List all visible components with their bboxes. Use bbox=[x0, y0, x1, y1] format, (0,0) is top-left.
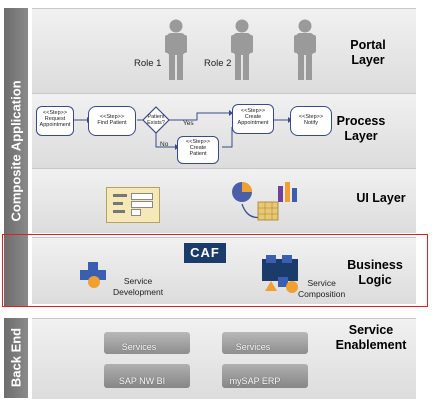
step-request-appointment bbox=[36, 106, 74, 136]
service-development-label: Service Development bbox=[113, 276, 164, 297]
step-create-appointment bbox=[232, 104, 274, 134]
mysap-erp-block bbox=[222, 364, 308, 388]
person-icon-2 bbox=[231, 19, 253, 80]
business-logic-highlight bbox=[2, 234, 428, 307]
mysap-erp-label: mySAP ERP bbox=[229, 376, 281, 386]
decision-diamond bbox=[142, 106, 170, 134]
back-end-label: Back End bbox=[8, 327, 24, 388]
no-label: No bbox=[160, 141, 169, 148]
ui-layer-band bbox=[32, 168, 416, 233]
yes-label: Yes bbox=[183, 120, 194, 127]
services-block-1 bbox=[104, 332, 190, 354]
service-composition-label: Service Composition bbox=[298, 278, 346, 299]
service-composition-icon bbox=[262, 255, 298, 293]
person-icon-1 bbox=[165, 19, 187, 80]
sap-nw-bi-block bbox=[104, 364, 190, 388]
services-block-2 bbox=[222, 332, 308, 354]
form-icon bbox=[106, 187, 160, 223]
role-2-label: Role 2 bbox=[204, 58, 232, 69]
portal-layer-label: Portal Layer bbox=[350, 38, 386, 67]
ui-layer-label: UI Layer bbox=[356, 191, 406, 205]
person-icon-3 bbox=[294, 19, 316, 80]
service-enablement-label: Service Enablement bbox=[335, 323, 407, 352]
role-figures bbox=[165, 19, 316, 80]
role-1-label: Role 1 bbox=[134, 58, 162, 69]
process-layer-label: Process Layer bbox=[336, 114, 386, 143]
services-1-label: Services bbox=[121, 342, 157, 352]
step-request-appointment-label: <<Step>> Request Appointment bbox=[39, 110, 71, 128]
composite-sidebar bbox=[4, 8, 28, 306]
services-2-label: Services bbox=[235, 342, 271, 352]
step-create-appointment-label: <<Step>> Create Appointment bbox=[237, 108, 269, 126]
step-find-patient bbox=[88, 106, 136, 136]
service-development-icon bbox=[80, 262, 106, 288]
step-notify bbox=[290, 106, 332, 136]
step-notify-label: <<Step>> Notify bbox=[298, 114, 324, 126]
portal-layer-band bbox=[32, 8, 416, 93]
analytics-icon bbox=[232, 182, 297, 221]
step-create-patient bbox=[177, 136, 219, 164]
business-logic-label: Business Logic bbox=[347, 258, 403, 287]
step-find-patient-label: <<Step>> Find Patient bbox=[97, 114, 127, 126]
decision-label: Patient Exists? bbox=[147, 114, 165, 126]
backend-sidebar bbox=[4, 318, 28, 398]
sap-nw-bi-label: SAP NW BI bbox=[118, 376, 166, 386]
composite-application-label: Composite Application bbox=[8, 80, 24, 222]
caf-badge: CAF bbox=[184, 243, 226, 263]
step-create-patient-label: <<Step>> Create Patient bbox=[185, 139, 211, 157]
